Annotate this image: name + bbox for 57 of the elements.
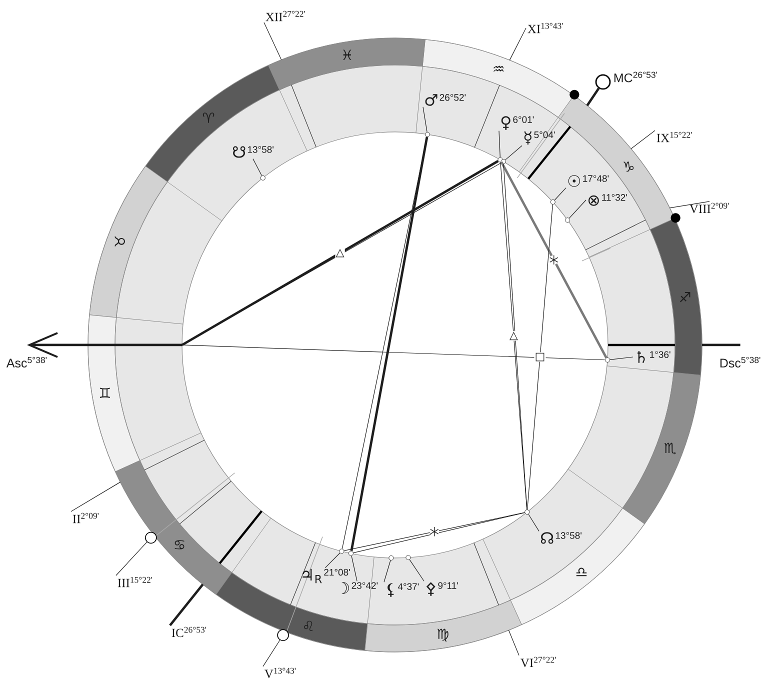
cusp-label: IX$^{15°22'}$: [656, 132, 692, 142]
cusp-label: II$^{2°09'}$: [72, 512, 99, 524]
cusp-label: XI$^{13°43'}$: [528, 22, 563, 34]
cusp-label: VIII$^{2°09'}$: [690, 202, 729, 214]
cusp-line: [169, 584, 204, 626]
zodiac-sign: ♈: [202, 112, 214, 123]
zodiac-sign: ♏: [664, 442, 676, 454]
cusp-label: III$^{15°22'}$: [118, 576, 152, 588]
leader-line: [252, 158, 262, 176]
circle-marker: [595, 74, 611, 90]
leader-line: [504, 145, 522, 160]
cusp-label: Asc$^{5°38'}$: [6, 356, 47, 368]
edge-label: △: [508, 331, 519, 341]
aspect-line: [527, 204, 553, 510]
cusp-line: [508, 630, 520, 656]
edge-label: △: [335, 248, 345, 258]
circle-marker: [145, 532, 157, 544]
planet-label: ⚸ 4°37': [388, 583, 419, 597]
zodiac-sign: ♊: [100, 388, 110, 398]
cusp-line: [669, 201, 710, 208]
zodiac-sign: ♍: [437, 628, 448, 642]
leader-line: [351, 556, 358, 582]
cusp-line: [262, 640, 280, 667]
cusp-label: V$^{13°43'}$: [264, 668, 296, 678]
leader-line: [422, 106, 428, 132]
zodiac-sign: ♓: [343, 50, 352, 60]
leader-line: [384, 560, 391, 582]
leader-line: [554, 188, 566, 200]
zodiac-sign: ♎: [576, 568, 587, 576]
cusp-line: [586, 88, 600, 106]
leader-line: [324, 552, 340, 568]
circle-marker: [277, 629, 289, 642]
cusp-line: [116, 542, 148, 576]
cusp-label: Dsc$^{5°38'}$: [720, 356, 760, 368]
zodiac-sign: ♐: [680, 292, 690, 302]
zodiac-sign: ♑: [624, 161, 634, 172]
planet-label: ♃$_{R}$ 21°08': [302, 568, 350, 584]
zodiac-sign: ♉: [114, 236, 125, 246]
zodiac-sign: ♒: [494, 66, 504, 72]
edge-label: □: [534, 352, 546, 362]
leader-line: [498, 130, 500, 158]
zodiac-sign: ♋: [174, 540, 184, 550]
zodiac-sign: ♌: [304, 620, 313, 632]
cusp-line: [70, 482, 121, 512]
aspect-line: [182, 344, 606, 360]
leader-line: [528, 514, 540, 532]
aspect-line: [500, 162, 608, 358]
leader-line: [568, 200, 586, 219]
leader-line: [409, 559, 424, 582]
cusp-line: [509, 28, 526, 60]
cusp-label: VI$^{27°22'}$: [520, 656, 556, 668]
cusp-line: [702, 344, 740, 346]
cusp-line: [630, 130, 656, 150]
cusp-label: IC$^{26°53'}$: [172, 626, 206, 638]
cusp-label: XII$^{27°22'}$: [266, 10, 305, 22]
cusp-label: MC$^{26°53'}$: [614, 72, 658, 82]
axis-arrow: [26, 332, 182, 358]
